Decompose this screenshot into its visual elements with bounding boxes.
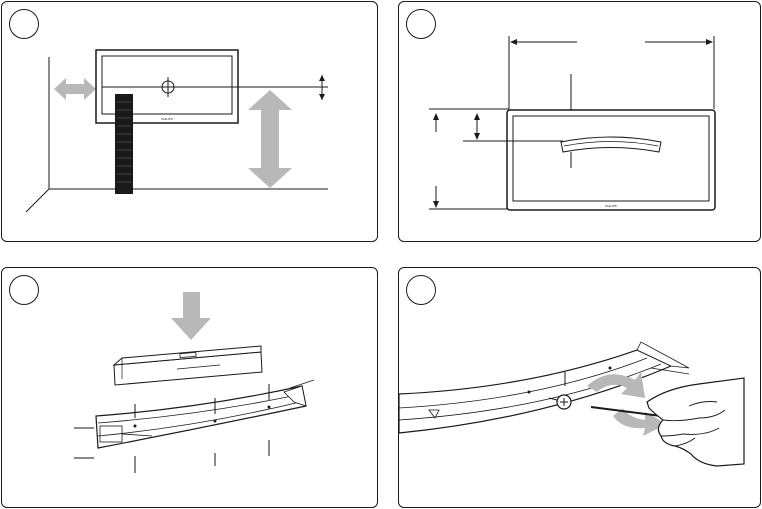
tv-logo: PHILIPS (605, 204, 617, 208)
step-4-panel (398, 267, 761, 508)
curved-bracket (96, 386, 306, 448)
down-arrow-icon (171, 292, 211, 340)
speaker-column (115, 94, 133, 194)
horizontal-arrow-icon (54, 78, 96, 100)
vertical-arrow-icon (248, 90, 292, 188)
tv-outline (507, 110, 715, 210)
screwdriver-illustration (399, 268, 761, 508)
wall-mount-illustration: PHILIPS (2, 2, 378, 242)
level-bracket-illustration (2, 268, 378, 508)
hand (647, 378, 744, 466)
step-2-panel: PHILIPS (398, 1, 761, 242)
step-3-panel (1, 267, 378, 508)
tv-dimensions-illustration: PHILIPS (399, 2, 761, 242)
tv-logo: PHILIPS (161, 117, 173, 121)
step-1-panel: PHILIPS (1, 1, 378, 242)
